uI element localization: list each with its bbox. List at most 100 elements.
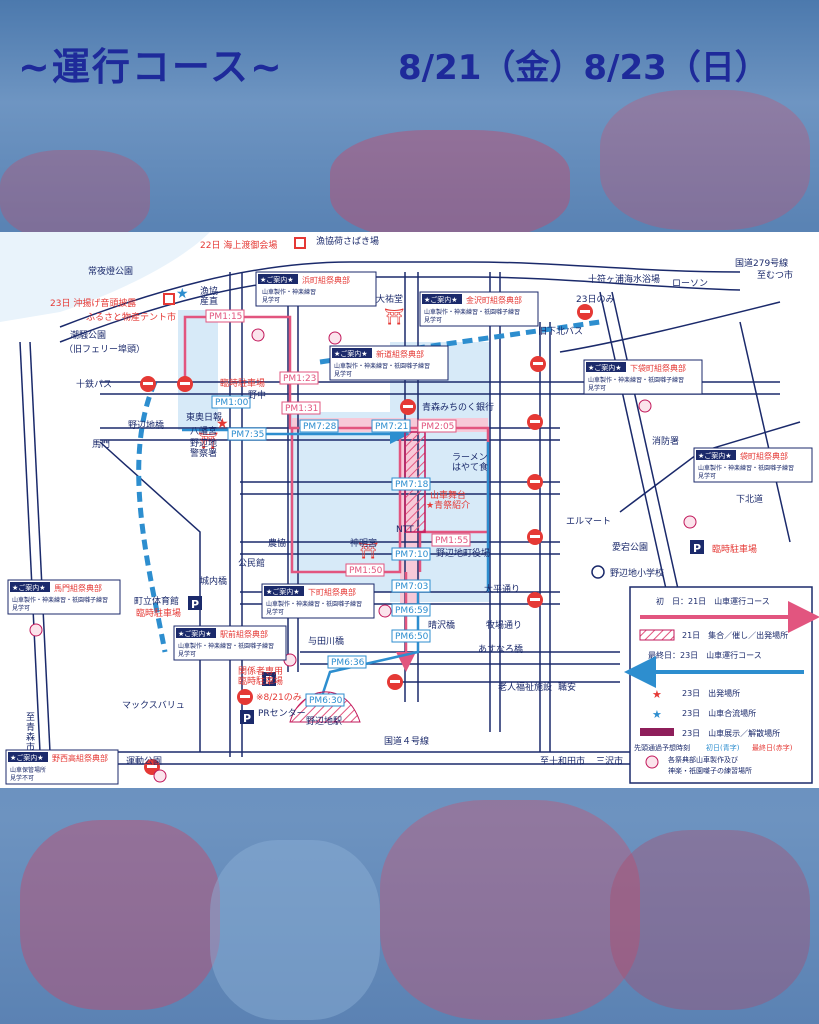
svg-text:★ご案内★: ★ご案内★ xyxy=(12,583,46,592)
no-entry-sign xyxy=(577,304,593,320)
legend: 初 日：21日 山車運行コース 21日 集合／催し／出発場所 最終日：23日 山… xyxy=(624,586,819,784)
time-label: PM1:00 xyxy=(211,395,251,409)
svg-text:見学可: 見学可 xyxy=(698,472,716,480)
svg-text:山車製作・神楽練習・祇園囃子練習: 山車製作・神楽練習・祇園囃子練習 xyxy=(334,362,430,370)
place-label: 青森みちのく銀行 xyxy=(422,401,494,413)
legend-day3-label: 最終日：23日 山車運行コース xyxy=(648,650,762,660)
event-venue-icon xyxy=(294,237,306,249)
time-label: PM6:30 xyxy=(305,693,345,707)
time-label: PM7:35 xyxy=(227,427,267,441)
place-label: 愛宕公園 xyxy=(612,541,648,553)
svg-text:見学可: 見学可 xyxy=(266,608,284,616)
time-label: PM1:55 xyxy=(431,533,471,547)
svg-text:PM6:50: PM6:50 xyxy=(395,632,429,642)
legend-day1-label: 初 日：21日 山車運行コース xyxy=(656,596,770,606)
legend-schedule-day3: 最終日(赤字) xyxy=(752,743,793,752)
svg-text:PM7:35: PM7:35 xyxy=(231,430,264,440)
svg-text:駅前組祭典部: 駅前組祭典部 xyxy=(220,629,268,639)
place-label: 神明宮 xyxy=(350,537,377,549)
shrine-icon: ⛩ xyxy=(198,431,218,450)
svg-text:P: P xyxy=(243,712,251,725)
place-label: 臨時駐車場 xyxy=(136,607,181,619)
svg-text:PM1:15: PM1:15 xyxy=(209,312,242,322)
place-label: ※8/21のみ xyxy=(256,692,302,703)
svg-text:PM1:23: PM1:23 xyxy=(283,374,316,384)
practice-place-icon xyxy=(328,331,342,345)
event-venue-icon xyxy=(163,293,175,305)
place-label: 下北道 xyxy=(736,493,763,505)
place-label: 漁協荷さばき場 xyxy=(316,235,379,247)
place-label: 馬門 xyxy=(92,439,110,450)
svg-text:浜町組祭典部: 浜町組祭典部 xyxy=(302,275,350,285)
place-label: ★青祭紹介 xyxy=(426,499,470,511)
legend-merge-label: 23日 山車合流場所 xyxy=(682,708,756,718)
place-label: 関係者専用 xyxy=(238,665,283,677)
place-label: 公民館 xyxy=(238,557,265,569)
no-entry-sign xyxy=(387,674,403,690)
callouts: ★ご案内★ 浜町組祭典部 山車製作・神楽練習 見学可 ★ご案内★ 金沢町組祭典部… xyxy=(5,271,813,785)
svg-text:PM7:21: PM7:21 xyxy=(375,422,408,432)
no-entry-sign xyxy=(527,529,543,545)
svg-text:山車製作・神楽練習・祇園囃子練習: 山車製作・神楽練習・祇園囃子練習 xyxy=(698,464,794,472)
callout-hamacho: ★ご案内★ 浜町組祭典部 山車製作・神楽練習 見学可 xyxy=(255,271,377,307)
parking-icon: P xyxy=(262,672,276,687)
place-label: マックスバリュ xyxy=(122,700,185,711)
place-label: 潮騒公園 xyxy=(70,329,106,341)
svg-text:★ご案内★: ★ご案内★ xyxy=(424,295,458,304)
place-labels: 22日 海上渡御会場 漁協荷さばき場 国道279号線 至むつ市 常夜燈公園 十符… xyxy=(26,235,793,767)
time-label: PM7:28 xyxy=(299,419,339,433)
svg-text:下町組祭典部: 下町組祭典部 xyxy=(308,587,356,597)
background-figure xyxy=(20,820,220,1010)
practice-place-icon xyxy=(153,769,167,783)
time-label: PM6:36 xyxy=(327,655,367,669)
svg-text:山車製作・神楽練習・祇園囃子練習: 山車製作・神楽練習・祇園囃子練習 xyxy=(178,642,274,650)
svg-text:新道組祭典部: 新道組祭典部 xyxy=(376,349,424,359)
time-label: PM7:03 xyxy=(391,579,431,593)
place-label: はやて食 xyxy=(452,461,488,473)
place-label: 野中 xyxy=(248,389,266,401)
place-label: 市 xyxy=(26,741,35,753)
svg-text:金沢町組祭典部: 金沢町組祭典部 xyxy=(466,295,522,305)
svg-text:PM6:30: PM6:30 xyxy=(309,696,343,706)
callout-shimofukuro: ★ご案内★ 下袋町組祭典部 山車製作・神楽練習・祇園囃子練習 見学可 xyxy=(583,359,703,395)
legend-schedule-label: 先頭通過予想時刻 xyxy=(634,743,690,752)
svg-text:山車製作・神楽練習・祇園囃子練習: 山車製作・神楽練習・祇園囃子練習 xyxy=(12,596,108,604)
place-label: 十符ヶ浦海水浴場 xyxy=(588,273,660,285)
place-label: 産直 xyxy=(200,295,218,307)
time-label: PM6:59 xyxy=(391,603,431,617)
place-label: 常夜燈公園 xyxy=(88,265,133,277)
map-symbols: ★ ★ P P P P ⛩ ⛩ ⛩ xyxy=(29,237,704,783)
merge-star-icon: ★ xyxy=(176,286,189,302)
svg-text:⛩: ⛩ xyxy=(358,541,378,560)
place-label: あすなろ橋 xyxy=(478,643,523,655)
shrine-icon: ⛩ xyxy=(384,307,404,326)
place-label: 東奥日報 xyxy=(186,411,222,423)
svg-text:P: P xyxy=(191,598,199,611)
background-figure xyxy=(0,150,150,240)
place-label: 警察署 xyxy=(190,447,217,459)
svg-text:馬門組祭典部: 馬門組祭典部 xyxy=(54,583,102,593)
place-label: 漁協 xyxy=(200,285,218,297)
parking-icon: P xyxy=(240,710,254,725)
place-label: 城内橋 xyxy=(200,575,227,587)
place-label: 至十和田市 xyxy=(540,755,585,767)
svg-text:野西高組祭典部: 野西高組祭典部 xyxy=(52,753,108,763)
svg-text:PM1:55: PM1:55 xyxy=(435,536,468,546)
svg-text:P: P xyxy=(693,542,701,555)
svg-text:★ご案内★: ★ご案内★ xyxy=(266,587,300,596)
no-entry-sign xyxy=(140,376,156,392)
svg-text:PM1:50: PM1:50 xyxy=(349,566,383,576)
place-label: 老人福祉施設 xyxy=(498,681,552,693)
svg-text:⛩: ⛩ xyxy=(198,431,218,450)
place-label: 三沢市 xyxy=(596,755,623,767)
place-label: ローソン xyxy=(672,279,708,289)
svg-text:山車製作・神楽練習: 山車製作・神楽練習 xyxy=(262,288,316,296)
background-figure xyxy=(330,130,570,240)
header: ~運行コース~ 8/21（金）8/23（日） xyxy=(0,0,819,232)
time-label: PM1:31 xyxy=(281,401,321,415)
svg-text:PM6:36: PM6:36 xyxy=(331,658,365,668)
svg-text:見学可: 見学可 xyxy=(424,316,442,324)
railway-line xyxy=(136,319,601,653)
svg-text:★ご案内★: ★ご案内★ xyxy=(588,363,622,372)
svg-text:見学可: 見学可 xyxy=(334,370,352,378)
